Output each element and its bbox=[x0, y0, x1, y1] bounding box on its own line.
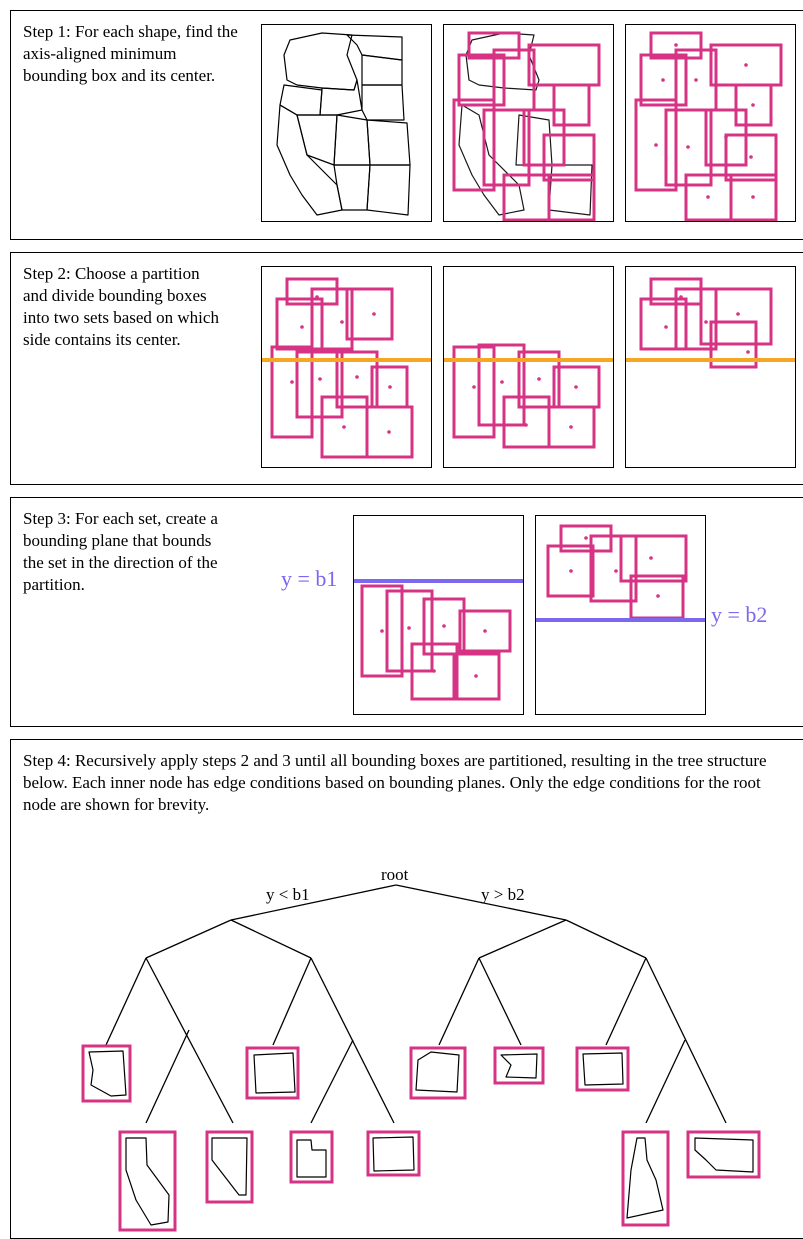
right-edge-label: y > b2 bbox=[481, 885, 525, 904]
tree-edges bbox=[105, 884, 727, 1124]
state-shape-icon bbox=[372, 1136, 415, 1172]
tree-diagram: root y < b1 y > b2 bbox=[81, 865, 761, 1232]
step3-text: Step 3: For each set, create a bounding … bbox=[23, 509, 218, 594]
step2-text: Step 2: Choose a partition and divide bo… bbox=[23, 264, 219, 349]
step1-text: Step 1: For each shape, find the axis-al… bbox=[23, 22, 238, 85]
western-us-map-icon bbox=[276, 32, 411, 216]
step4-panel: Step 4: Recursively apply steps 2 and 3 … bbox=[10, 739, 803, 1239]
state-shape-icon bbox=[88, 1050, 127, 1097]
state-shape-icon bbox=[415, 1051, 460, 1093]
state-shape-icon bbox=[253, 1052, 296, 1094]
leaf-new-mexico bbox=[366, 1130, 421, 1177]
leaf-montana bbox=[686, 1130, 761, 1179]
step3-bottom-set-frame bbox=[353, 515, 524, 715]
boxes-over-map-diagram bbox=[452, 31, 601, 221]
state-shape-icon bbox=[125, 1137, 170, 1226]
root-label: root bbox=[381, 865, 409, 884]
leaf-wyoming bbox=[245, 1046, 300, 1100]
step4-text: Step 4: Recursively apply steps 2 and 3 … bbox=[23, 751, 767, 814]
leaf-idaho bbox=[621, 1130, 670, 1227]
bottom-set-diagram bbox=[444, 343, 613, 449]
state-shape-icon bbox=[500, 1053, 538, 1079]
bottom-set-plane-diagram bbox=[354, 579, 523, 701]
step3-panel: Step 3: For each set, create a bounding … bbox=[10, 497, 803, 727]
leaf-utah bbox=[289, 1130, 334, 1184]
boxes-with-centers-diagram bbox=[634, 31, 783, 221]
state-shape-icon bbox=[296, 1139, 327, 1178]
step1-centers-frame bbox=[625, 24, 796, 222]
state-shape-icon bbox=[694, 1137, 754, 1173]
top-set-plane-diagram bbox=[536, 524, 705, 622]
left-edge-label: y < b1 bbox=[266, 885, 310, 904]
leaf-washington bbox=[493, 1046, 545, 1085]
leaf-arizona bbox=[81, 1044, 132, 1103]
leaf-colorado bbox=[575, 1046, 630, 1092]
step2-bottom-set-frame bbox=[443, 266, 614, 468]
step2-all-frame bbox=[261, 266, 432, 468]
step1-panel: Step 1: For each shape, find the axis-al… bbox=[10, 10, 803, 240]
step2-top-set-frame bbox=[625, 266, 796, 468]
plane-b2-label: y = b2 bbox=[711, 602, 768, 627]
leaf-nevada bbox=[205, 1130, 254, 1204]
step1-map-frame bbox=[261, 24, 432, 222]
step3-top-set-frame bbox=[535, 515, 706, 715]
step2-panel: Step 2: Choose a partition and divide bo… bbox=[10, 252, 803, 485]
state-shape-icon bbox=[626, 1137, 664, 1219]
top-set-diagram bbox=[626, 277, 795, 369]
state-shape-icon bbox=[211, 1137, 248, 1196]
step1-boxes-frame bbox=[443, 24, 614, 222]
leaf-oregon bbox=[409, 1046, 467, 1100]
plane-b1-label: y = b1 bbox=[281, 566, 338, 591]
leaf-california bbox=[118, 1130, 177, 1232]
partition-all-boxes-diagram bbox=[262, 277, 431, 459]
state-shape-icon bbox=[582, 1052, 624, 1086]
